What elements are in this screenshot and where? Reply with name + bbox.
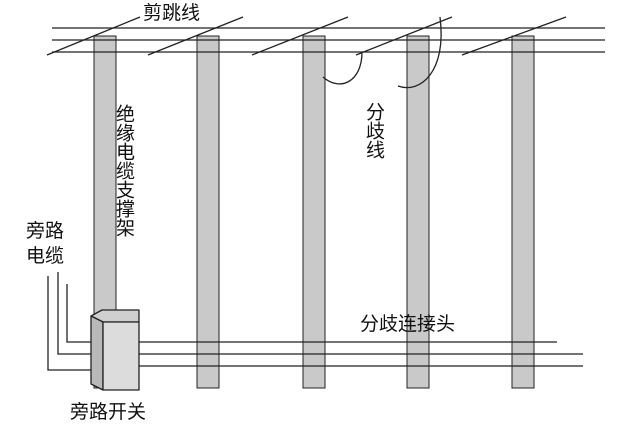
- support-post-2: [196, 35, 220, 389]
- bypass-switch-label: 旁路开关: [70, 401, 146, 423]
- bypass-cable-label-line1: 旁路: [26, 220, 64, 242]
- overhead-lines: [52, 27, 605, 53]
- support-post-3: [302, 35, 326, 389]
- cross-arms: [46, 16, 567, 56]
- support-rack-label: 绝缘电缆支撑架: [113, 104, 135, 237]
- branch-wire-arcs: [322, 16, 442, 89]
- lower-cable-bundle: [138, 341, 583, 367]
- support-post-5: [511, 35, 535, 389]
- bypass-cable-leads: [47, 272, 94, 371]
- bypass-switch-box: [90, 309, 140, 391]
- branch-connector-label: 分歧连接头: [360, 313, 455, 335]
- bypass-cable-label-line2: 电缆: [26, 245, 64, 267]
- branch-wire-label: 分歧线: [363, 102, 385, 159]
- jumper-wire-label: 剪跳线: [143, 2, 200, 24]
- support-post-4: [406, 35, 430, 389]
